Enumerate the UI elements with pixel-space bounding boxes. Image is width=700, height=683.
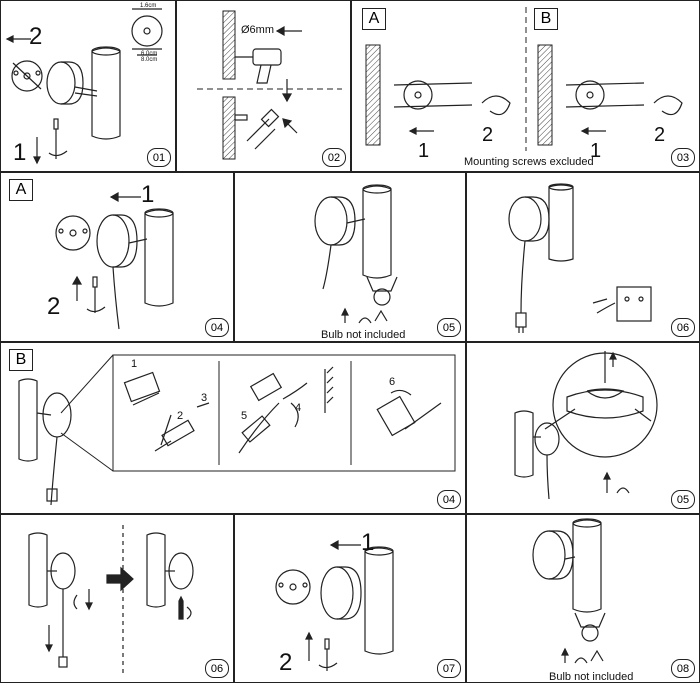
panel-06-a-illustration [508,183,652,333]
panel-06-b: 06 [0,514,234,683]
wiring-step-3: 3 [201,392,208,404]
panel-number: 05 [671,490,695,509]
mounting-screws-caption: Mounting screws excluded [464,156,594,168]
panel-number: 04 [205,318,229,337]
wiring-step-2: 2 [177,410,184,422]
variant-b-tag: B [9,349,33,371]
panel-number: 08 [671,659,695,678]
panel-03: A B 1 2 1 2 Mounting screws excluded 03 [351,0,700,172]
dimension-bottom: 8.0cm [141,57,158,63]
panel-02: Ø6mm 02 [176,0,351,172]
panel-number: 06 [205,659,229,678]
step-2-label: 2 [279,649,293,676]
dimension-mid: 6.0cm [141,51,158,57]
panel-04-a: A 1 2 04 [0,172,234,342]
variant-a-tag: A [362,8,386,30]
panel-05-a-illustration [314,184,398,324]
drill-size-label: Ø6mm [241,24,274,36]
variant-a-step-1: 1 [418,140,430,162]
variant-a-tag: A [9,179,33,201]
step-1-label: 1 [361,529,375,556]
panel-number: 03 [671,148,695,167]
panel-number: 07 [437,659,461,678]
step-1-label: 1 [13,139,27,166]
panel-number: 06 [671,318,695,337]
variant-b-tag: B [534,8,558,30]
panel-08-illustration [532,518,606,664]
panel-number: 02 [322,148,346,167]
panel-06-b-illustration [28,525,194,675]
variant-b-step-2: 2 [654,124,666,146]
variant-b-step-1: 1 [590,140,602,162]
step-2-label: 2 [47,293,61,320]
panel-01: 2 1 1.6cm 6.0cm 8.0cm 01 [0,0,176,172]
panel-04-a-illustration [55,191,174,330]
wiring-step-1: 1 [131,358,138,370]
bulb-not-included-caption: Bulb not included [549,671,634,683]
panel-number: 01 [147,148,171,167]
step-2-label: 2 [29,23,43,50]
bulb-not-included-caption: Bulb not included [321,329,406,341]
step-1-label: 1 [141,181,155,208]
panel-06-a: 06 [466,172,700,342]
panel-08: Bulb not included 08 [466,514,700,683]
wiring-step-5: 5 [241,410,248,422]
variant-a-step-2: 2 [482,124,494,146]
panel-05-b: 05 [466,342,700,514]
panel-01-illustration [5,8,163,165]
panel-03-illustration [365,7,683,151]
wiring-step-6: 6 [389,376,396,388]
panel-04-b-illustration [18,354,456,506]
panel-05-b-illustration [514,351,658,500]
panel-02-illustration [197,10,342,160]
dimension-top: 1.6cm [140,3,157,9]
wiring-step-4: 4 [295,402,302,414]
panel-07-illustration [275,539,394,671]
panel-04-b: B 1 2 3 4 5 6 04 [0,342,466,514]
panel-05-a: Bulb not included 05 [234,172,466,342]
panel-07: 1 2 07 [234,514,466,683]
panel-number: 04 [437,490,461,509]
panel-number: 05 [437,318,461,337]
